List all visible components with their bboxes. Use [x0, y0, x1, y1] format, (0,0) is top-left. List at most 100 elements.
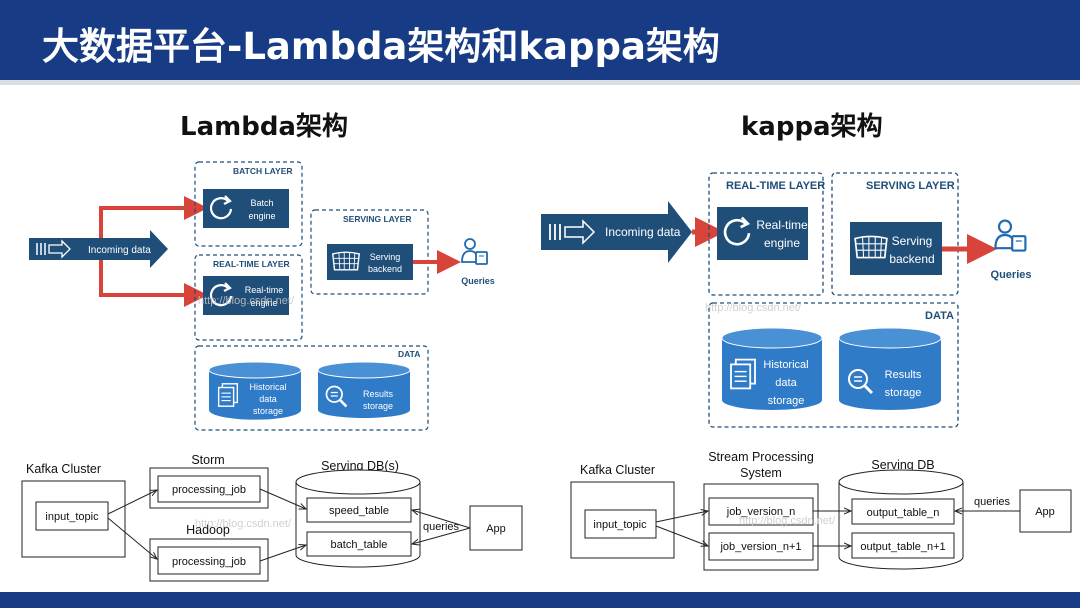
lambda-serving-db-label: Serving DB(s) [321, 459, 399, 473]
kappa-stream-label-l2: System [740, 466, 782, 480]
kappa-flow-diagram: Kafka Cluster input_topic Stream Process… [570, 450, 1072, 571]
kappa-input-topic [584, 509, 657, 539]
lambda-serving-backend [327, 244, 413, 280]
lambda-speed-table-label: speed_table [329, 505, 389, 517]
kappa-realtime-engine-l2: engine [764, 236, 800, 250]
documents-icon [217, 383, 239, 407]
lambda-realtime-engine-l2: engine [250, 298, 277, 308]
lambda-batch-table [306, 531, 412, 557]
lambda-data-label: DATA [398, 349, 420, 359]
kappa-stream-processing-box [703, 483, 819, 571]
users-icon [994, 219, 1027, 252]
watermark: http://blog.csdn.net/ [739, 515, 836, 527]
kappa-incoming-label: Incoming data [605, 225, 681, 239]
watermark: http://blog.csdn.net/ [705, 302, 802, 314]
kappa-realtime-engine [717, 207, 808, 260]
lambda-title: Lambda架构 [180, 112, 348, 142]
kappa-data-label: DATA [925, 310, 954, 322]
kappa-queries-label: Queries [991, 269, 1032, 281]
kappa-output-table-n [851, 498, 955, 525]
lambda-serving-backend-l2: backend [368, 264, 402, 274]
page-title: 大数据平台-Lambda架构和kappa架构 [42, 25, 720, 68]
lambda-batch-layer-label: BATCH LAYER [233, 166, 293, 176]
header-divider [0, 80, 1080, 85]
kappa-title: kappa架构 [741, 112, 883, 142]
lambda-serving-layer [310, 209, 429, 295]
lambda-data-area [194, 345, 429, 431]
lambda-batch-engine-l1: Batch [250, 198, 273, 208]
kappa-historical-l2: data [775, 377, 797, 389]
watermark: http://blog.csdn.net/ [195, 518, 292, 530]
lambda-queries-flow-label: queries [423, 521, 460, 533]
kappa-historical-l3: storage [768, 395, 805, 407]
kappa-app-label: App [1035, 506, 1055, 518]
lambda-batch-engine [203, 189, 289, 228]
kappa-kafka-label: Kafka Cluster [580, 463, 655, 477]
kappa-data-area [708, 302, 959, 428]
kappa-results-db: Results storage [838, 327, 942, 410]
footer-bar [0, 592, 1080, 608]
lambda-realtime-engine [203, 276, 289, 315]
kappa-job-version-n-label: job_version_n [726, 506, 796, 518]
lambda-realtime-layer-label: REAL-TIME LAYER [213, 259, 290, 269]
lambda-batch-layer [194, 161, 303, 247]
lambda-historical-l1: Historical [249, 382, 286, 392]
lambda-results-l1: Results [363, 389, 394, 399]
lambda-app-label: App [486, 523, 506, 535]
lambda-speed-table [306, 497, 412, 523]
kappa-historical-db: Historical data storage [721, 327, 823, 410]
lambda-flow-diagram: Kafka Cluster input_topic Storm processi… [21, 453, 523, 582]
kappa-serving-layer [831, 172, 959, 296]
lambda-hadoop-label: Hadoop [186, 523, 230, 537]
header-bar: 大数据平台-Lambda架构和kappa架构 [0, 0, 1080, 80]
lambda-input-topic-label: input_topic [45, 511, 99, 523]
lambda-results-db: Results storage [317, 361, 411, 418]
kappa-results-l1: Results [885, 369, 922, 381]
lambda-input-topic [35, 501, 109, 531]
kappa-serving-backend-l1: Serving [892, 234, 933, 248]
kappa-serving-backend-l2: backend [889, 252, 934, 266]
lambda-historical-l2: data [259, 394, 277, 404]
kappa-diagram: Incoming data REAL-TIME LAYER Real-time … [541, 172, 1032, 428]
lambda-kafka-label: Kafka Cluster [26, 462, 101, 476]
lambda-processing-job-2-label: processing_job [172, 556, 246, 568]
lambda-storm-box [149, 467, 269, 509]
lambda-incoming-arrow [29, 230, 168, 268]
kappa-serving-db-label: Serving DB [871, 458, 934, 472]
kappa-job-version-n1-label: job_version_n+1 [719, 541, 801, 553]
lambda-realtime-layer [194, 254, 303, 341]
kappa-historical-l1: Historical [763, 359, 808, 371]
kappa-incoming-arrow [541, 201, 692, 263]
kappa-output-table-n1 [851, 532, 955, 559]
lambda-batch-engine-l2: engine [248, 211, 275, 221]
kappa-serving-backend [850, 222, 942, 275]
kappa-stream-label-l1: Stream Processing [708, 450, 814, 464]
lambda-historical-l3: storage [253, 406, 283, 416]
kappa-serving-layer-label: SERVING LAYER [866, 180, 955, 192]
kappa-results-l2: storage [885, 387, 922, 399]
kappa-realtime-layer-label: REAL-TIME LAYER [726, 180, 825, 192]
lambda-realtime-engine-l1: Real-time [245, 285, 284, 295]
kappa-realtime-engine-l1: Real-time [756, 218, 808, 232]
lambda-processing-job-1-label: processing_job [172, 484, 246, 496]
lambda-app-box [469, 505, 523, 551]
kappa-queries-flow-label: queries [974, 496, 1011, 508]
watermark: http://blog.csdn.net/ [198, 295, 295, 307]
lambda-incoming-label: Incoming data [88, 245, 151, 256]
kappa-kafka-cluster [570, 481, 675, 559]
kappa-output-table-n-label: output_table_n [867, 507, 940, 519]
kappa-app-box [1019, 489, 1072, 533]
users-icon [461, 238, 488, 265]
kappa-input-topic-label: input_topic [593, 519, 647, 531]
lambda-kafka-cluster [21, 480, 126, 558]
lambda-hadoop-box [149, 538, 269, 582]
lambda-diagram: Incoming data BATCH LAYER Batch engine R… [29, 161, 495, 431]
documents-icon [730, 358, 756, 390]
kappa-output-table-n1-label: output_table_n+1 [860, 541, 945, 553]
lambda-historical-db: Historical data storage [208, 361, 302, 420]
lambda-queries-label: Queries [461, 276, 495, 286]
lambda-results-l2: storage [363, 401, 393, 411]
lambda-storm-label: Storm [191, 453, 224, 467]
lambda-serving-backend-l1: Serving [370, 252, 401, 262]
